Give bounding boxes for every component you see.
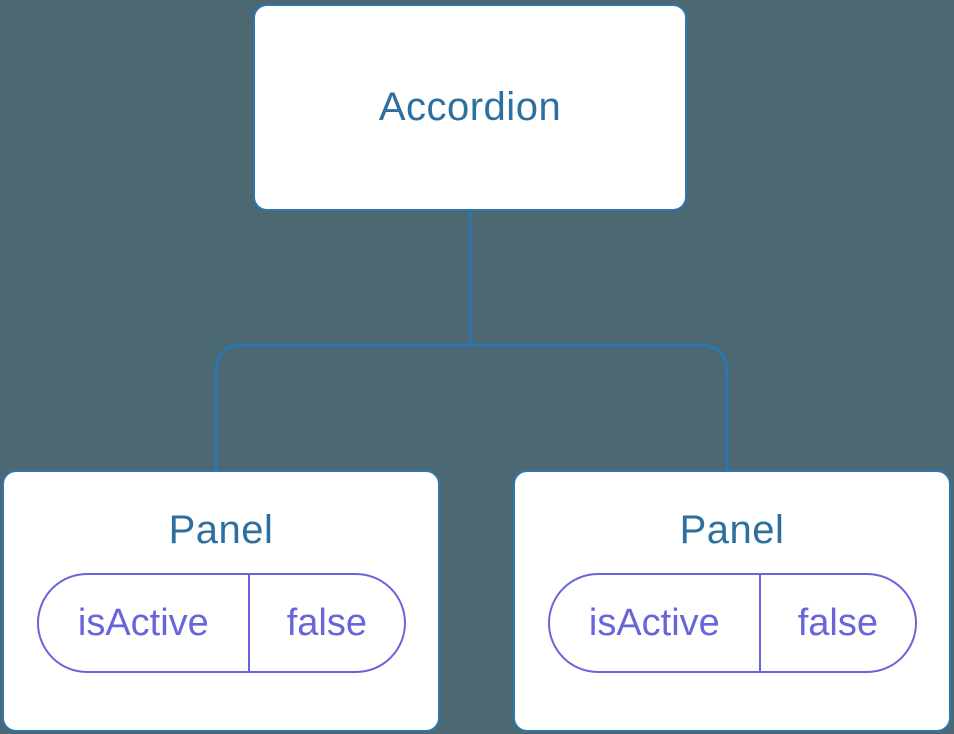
state-key: isActive [550,575,762,671]
panel-node-left: Panel isActive false [2,470,440,732]
accordion-node-label: Accordion [378,85,562,129]
state-value: false [286,601,367,644]
state-pill: isActive false [547,573,917,673]
panel-node-label: Panel [168,508,274,552]
state-pill: isActive false [36,573,406,673]
branch-bracket-line [214,343,729,472]
accordion-node: Accordion [253,4,687,211]
state-value: false [797,601,878,644]
state-key: isActive [39,575,251,671]
panel-node-right: Panel isActive false [513,470,951,732]
panel-node-label: Panel [679,508,785,552]
